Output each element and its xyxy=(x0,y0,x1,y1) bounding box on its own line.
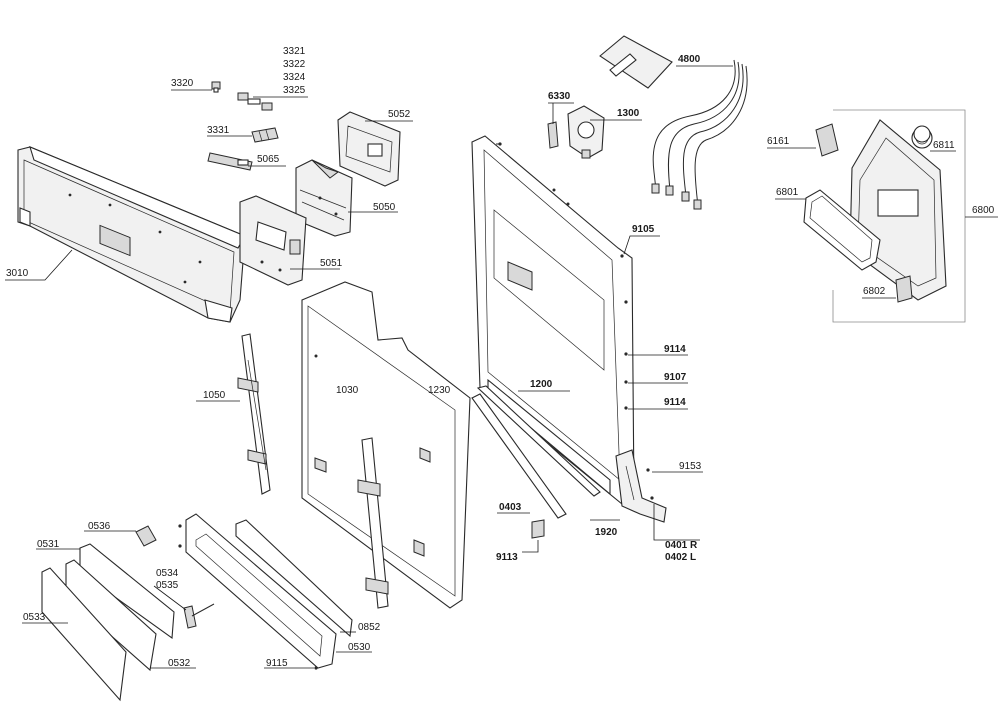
door-hinge-bar-inner[interactable] xyxy=(357,437,389,609)
spring-6802[interactable] xyxy=(895,275,913,303)
label-5065: 5065 xyxy=(257,154,280,165)
label-6330: 6330 xyxy=(548,91,571,102)
door-hinge-bar-1050[interactable] xyxy=(237,333,271,495)
label-1230: 1230 xyxy=(428,385,451,396)
inner-door-1030[interactable] xyxy=(301,281,471,609)
label-4800: 4800 xyxy=(678,54,701,65)
door-lock-1300[interactable] xyxy=(567,105,605,159)
label-6801: 6801 xyxy=(776,187,799,198)
label-9113: 9113 xyxy=(496,552,518,563)
button-3320[interactable] xyxy=(211,81,221,93)
label-0402L: 0402 L xyxy=(665,552,696,563)
cover-5052[interactable] xyxy=(337,111,401,187)
panel-0533[interactable] xyxy=(41,567,127,702)
part-labels: 3321 3322 3324 3325 3320 3331 5052 5065 … xyxy=(6,46,995,669)
label-1200: 1200 xyxy=(530,379,553,390)
label-1920: 1920 xyxy=(595,527,618,538)
cable-harness-4800[interactable] xyxy=(599,35,748,210)
label-0532: 0532 xyxy=(168,658,191,669)
label-0533: 0533 xyxy=(23,612,46,623)
label-9107: 9107 xyxy=(664,372,687,383)
label-0403: 0403 xyxy=(499,502,522,513)
label-6161: 6161 xyxy=(767,136,790,147)
label-0534: 0534 xyxy=(156,568,179,579)
label-0536: 0536 xyxy=(88,521,111,532)
module-5050[interactable] xyxy=(295,159,353,237)
label-6800: 6800 xyxy=(972,205,995,216)
panel-0852[interactable] xyxy=(235,519,353,638)
label-3320: 3320 xyxy=(171,78,194,89)
button-strip-3331[interactable] xyxy=(251,127,279,143)
leader-lines xyxy=(5,65,998,669)
label-1030: 1030 xyxy=(336,385,359,396)
label-3325: 3325 xyxy=(283,85,306,96)
label-3010: 3010 xyxy=(6,268,29,279)
label-0530: 0530 xyxy=(348,642,371,653)
label-0401R: 0401 R xyxy=(665,540,698,551)
label-3322: 3322 xyxy=(283,59,306,70)
seal-6811[interactable] xyxy=(913,125,931,143)
label-0535: 0535 xyxy=(156,580,179,591)
buttons-3321-3325[interactable] xyxy=(237,92,273,111)
lid-6161[interactable] xyxy=(815,123,839,157)
label-3321: 3321 xyxy=(283,46,306,57)
label-9115: 9115 xyxy=(266,658,288,669)
label-0531: 0531 xyxy=(37,539,60,550)
label-9105: 9105 xyxy=(632,224,655,235)
gasket-6801[interactable] xyxy=(803,189,881,271)
panel-0530[interactable] xyxy=(185,513,337,669)
label-5051: 5051 xyxy=(320,258,343,269)
strip-0403[interactable] xyxy=(471,393,567,519)
label-1300: 1300 xyxy=(617,108,640,119)
screws xyxy=(178,142,654,670)
label-3331: 3331 xyxy=(207,125,230,136)
lock-6330[interactable] xyxy=(547,121,559,149)
label-9153: 9153 xyxy=(679,461,702,472)
control-panel-3010[interactable] xyxy=(17,146,246,323)
label-0852: 0852 xyxy=(358,622,381,633)
label-1050: 1050 xyxy=(203,390,226,401)
label-5050: 5050 xyxy=(373,202,396,213)
handle-bracket-0534-0535[interactable] xyxy=(183,603,215,629)
hinge-0401R-0402L[interactable] xyxy=(615,449,667,523)
display-bar-5065[interactable] xyxy=(207,152,253,171)
label-6811: 6811 xyxy=(933,140,955,151)
label-9114-upper: 9114 xyxy=(664,344,686,355)
label-9114-lower: 9114 xyxy=(664,397,686,408)
module-5051[interactable] xyxy=(239,195,307,286)
label-6802: 6802 xyxy=(863,286,886,297)
label-5052: 5052 xyxy=(388,109,411,120)
label-3324: 3324 xyxy=(283,72,306,83)
clip-0536[interactable] xyxy=(135,525,157,547)
strip-1920[interactable] xyxy=(476,385,601,497)
